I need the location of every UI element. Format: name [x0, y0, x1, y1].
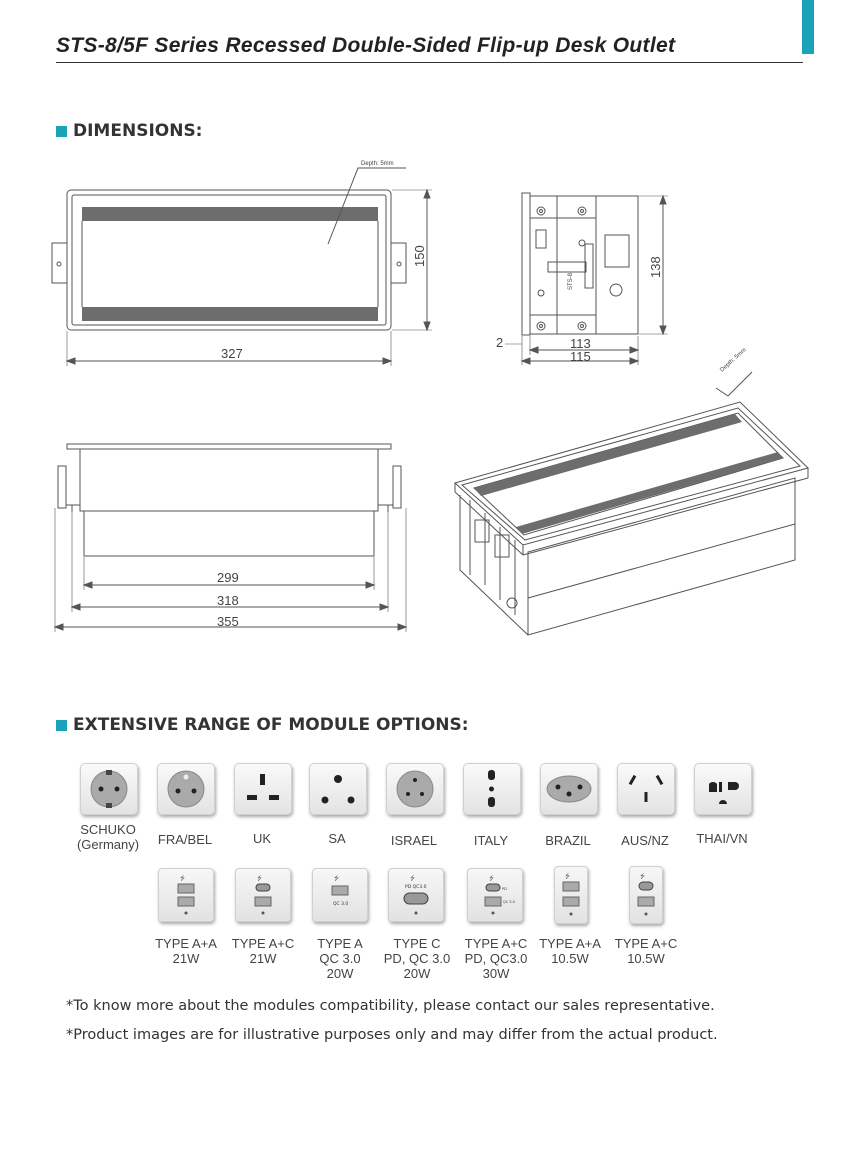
- israel-label: ISRAEL: [390, 833, 438, 848]
- brazil-label: BRAZIL: [545, 833, 591, 848]
- side-view-inner-width-label: 113: [570, 336, 591, 351]
- svg-text:⭍: ⭍: [410, 874, 415, 882]
- usb-a-c-icon: ⭍: [235, 868, 291, 922]
- side-view-height-label: 138: [648, 256, 663, 278]
- dimensions-heading-text: DIMENSIONS:: [73, 121, 203, 141]
- side-view-model-label: STS-8: [568, 272, 574, 290]
- compatibility-note: *To know more about the modules compatib…: [66, 998, 715, 1014]
- heading-bullet: [56, 125, 67, 137]
- israel-socket-icon: [386, 763, 444, 815]
- top-view-drawing: [51, 167, 432, 366]
- front-view-outer-label: 355: [217, 614, 239, 629]
- fra-bel-label: FRA/BEL: [157, 832, 213, 847]
- modules-heading: EXTENSIVE RANGE OF MODULE OPTIONS:: [56, 715, 469, 735]
- front-view-inner-label: 299: [217, 570, 239, 585]
- svg-text:QC 3.0: QC 3.0: [503, 900, 515, 904]
- svg-text:⭍: ⭍: [257, 874, 262, 882]
- svg-text:PD QC3.0: PD QC3.0: [405, 884, 427, 890]
- svg-text:⭍: ⭍: [565, 872, 570, 880]
- svg-text:QC 3.0: QC 3.0: [333, 901, 348, 907]
- side-view-outer-width-label: 115: [570, 349, 591, 364]
- brazil-socket-icon: [540, 763, 598, 815]
- uk-label: UK: [252, 831, 272, 846]
- svg-text:⭍: ⭍: [180, 874, 185, 882]
- accent-bar: [802, 0, 814, 54]
- front-view-drawing: [53, 443, 408, 632]
- sa-label: SA: [328, 831, 346, 846]
- top-view-width-label: 327: [221, 346, 243, 361]
- fra-bel-socket-icon: [157, 763, 215, 815]
- usb-a-qc-icon: ⭍ QC 3.0: [312, 868, 368, 922]
- uk-socket-icon: [234, 763, 292, 815]
- usb-a-a-narrow-icon: ⭍: [554, 866, 588, 924]
- usb-a-a-icon: ⭍: [158, 868, 214, 922]
- usb-c-pd-icon: ⭍ PD QC3.0: [388, 868, 444, 922]
- thai-vn-socket-icon: [694, 763, 752, 815]
- usb-a-c-narrow-icon: ⭍: [629, 866, 663, 924]
- side-view-drawing: [505, 192, 668, 365]
- svg-text:⭍: ⭍: [334, 874, 339, 882]
- heading-bullet: [56, 719, 67, 731]
- svg-text:⭍: ⭍: [640, 872, 645, 880]
- italy-label: ITALY: [473, 833, 509, 848]
- italy-socket-icon: [463, 763, 521, 815]
- isometric-view-drawing: [453, 371, 809, 636]
- thai-vn-label: THAI/VN: [696, 831, 748, 846]
- svg-text:PD: PD: [502, 887, 507, 891]
- top-view-depth-note: Depth: 5mm: [361, 161, 394, 167]
- schuko-socket-icon: [80, 763, 138, 815]
- page-title: STS-8/5F Series Recessed Double-Sided Fl…: [56, 34, 676, 57]
- title-divider: [56, 62, 803, 63]
- illustration-note: *Product images are for illustrative pur…: [66, 1027, 718, 1043]
- top-view-height-label: 150: [412, 245, 427, 267]
- sa-socket-icon: [309, 763, 367, 815]
- modules-heading-text: EXTENSIVE RANGE OF MODULE OPTIONS:: [73, 715, 469, 735]
- aus-nz-label: AUS/NZ: [621, 833, 669, 848]
- usb-a-c-pd-icon: ⭍ PD QC 3.0: [467, 868, 523, 922]
- technical-drawings: Depth: 5mm 150 327 138 2 113 115 STS-8 2…: [51, 161, 809, 636]
- schuko-label: SCHUKO(Germany): [76, 822, 140, 852]
- dimensions-heading: DIMENSIONS:: [56, 121, 202, 141]
- front-view-middle-label: 318: [217, 593, 239, 608]
- iso-view-depth-note: Depth: 5mm: [719, 347, 747, 373]
- svg-text:⭍: ⭍: [489, 874, 494, 882]
- side-view-offset-label: 2: [496, 335, 503, 350]
- aus-nz-socket-icon: [617, 763, 675, 815]
